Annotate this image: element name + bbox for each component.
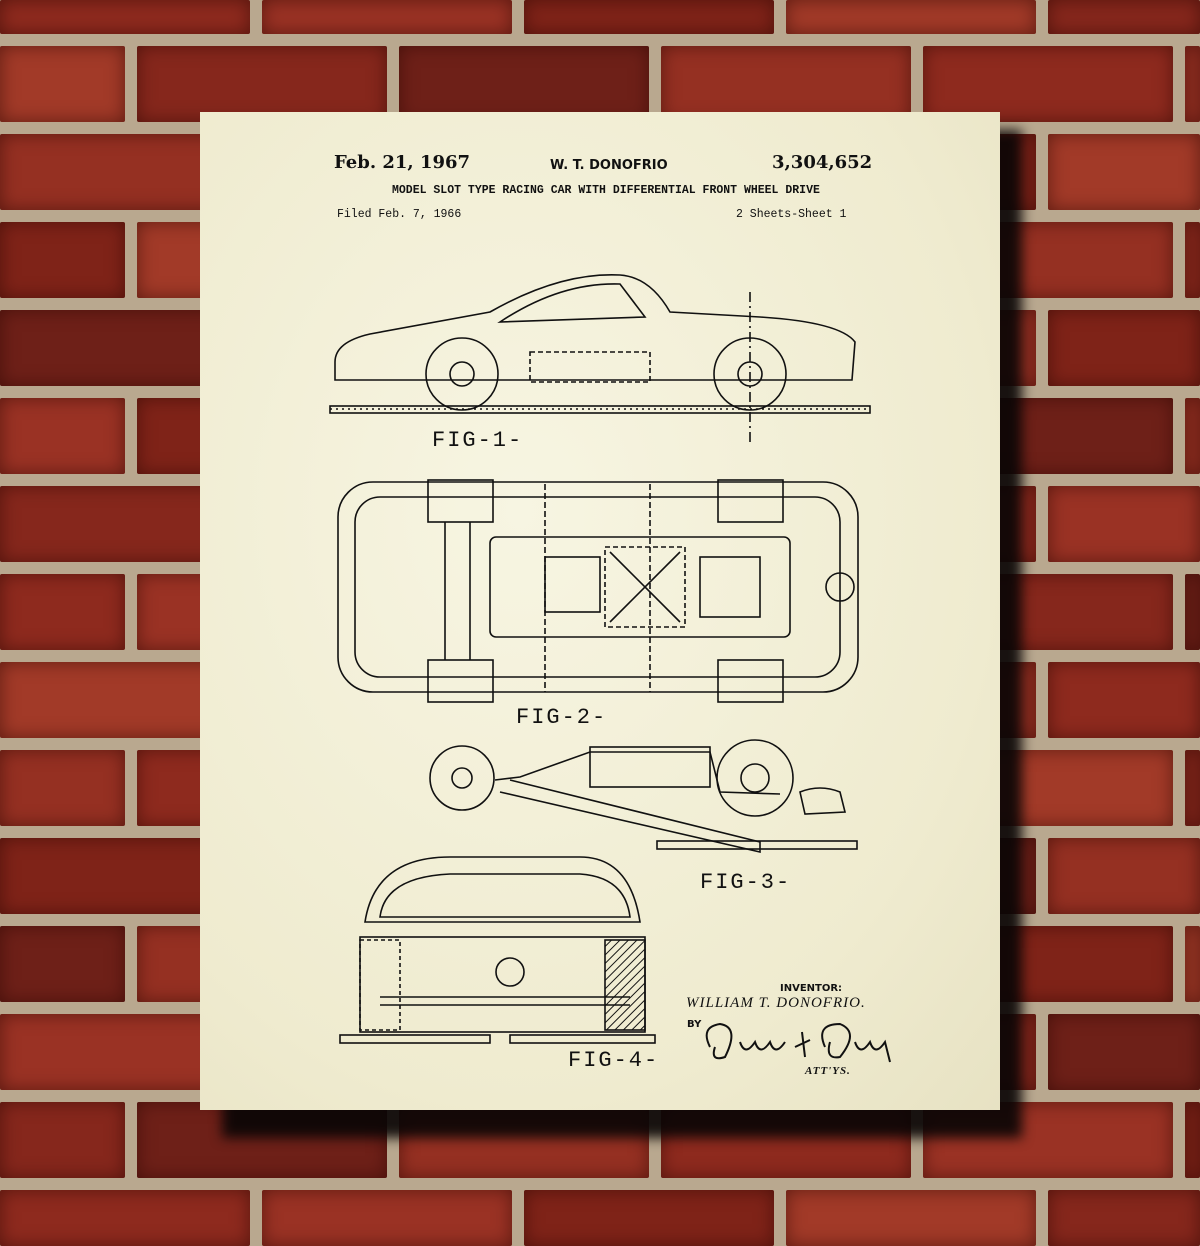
brick: [0, 1102, 125, 1178]
brick: [1048, 134, 1200, 210]
by-label: BY: [687, 1019, 702, 1030]
fig4-rear-section: [339, 856, 656, 1044]
brick: [399, 46, 649, 122]
brick: [262, 0, 512, 34]
brick: [1185, 750, 1200, 826]
patent-number: 3,304,652: [772, 152, 873, 173]
brick: [137, 46, 387, 122]
fig1-label: FIG-1-: [432, 428, 524, 453]
inventor-label: INVENTOR:: [780, 983, 843, 994]
brick: [661, 46, 911, 122]
brick: [1048, 1190, 1200, 1246]
fig3-side-section: [429, 739, 858, 854]
brick: [1048, 486, 1200, 562]
brick: [923, 46, 1173, 122]
brick: [0, 926, 125, 1002]
fig1-car-side-view: [329, 273, 871, 442]
brick: [786, 1190, 1036, 1246]
brick: [0, 0, 250, 34]
brick: [1185, 222, 1200, 298]
brick: [0, 750, 125, 826]
patent-poster: Feb. 21, 1967 W. T. DONOFRIO 3,304,652 M…: [200, 112, 1000, 1110]
brick: [0, 574, 125, 650]
sheet-count: 2 Sheets-Sheet 1: [736, 208, 847, 221]
brick: [0, 46, 125, 122]
attorneys-label: ATT'YS.: [805, 1065, 851, 1077]
patent-date: Feb. 21, 1967: [334, 152, 471, 173]
inventor-header: W. T. DONOFRIO: [550, 158, 668, 173]
brick: [1048, 662, 1200, 738]
brick: [786, 0, 1036, 34]
brick: [0, 222, 125, 298]
brick: [0, 1190, 250, 1246]
brick: [0, 398, 125, 474]
brick: [524, 1190, 774, 1246]
fig3-label: FIG-3-: [700, 870, 792, 895]
patent-title: MODEL SLOT TYPE RACING CAR WITH DIFFEREN…: [392, 184, 820, 197]
attorney-signature: [705, 1022, 891, 1063]
brick: [524, 0, 774, 34]
brick: [1048, 310, 1200, 386]
brick: [1185, 1102, 1200, 1178]
brick: [1185, 574, 1200, 650]
patent-drawings: [329, 273, 891, 1063]
brick: [1185, 926, 1200, 1002]
fig4-label: FIG-4-: [568, 1048, 660, 1073]
fig2-car-top-view: [337, 479, 859, 703]
brick: [1048, 838, 1200, 914]
brick: [1048, 1014, 1200, 1090]
inventor-name: WILLIAM T. DONOFRIO.: [686, 995, 866, 1011]
brick: [1048, 0, 1200, 34]
fig2-label: FIG-2-: [516, 705, 608, 730]
brick: [1185, 398, 1200, 474]
filed-date: Filed Feb. 7, 1966: [337, 208, 462, 221]
brick: [262, 1190, 512, 1246]
brick: [1185, 46, 1200, 122]
